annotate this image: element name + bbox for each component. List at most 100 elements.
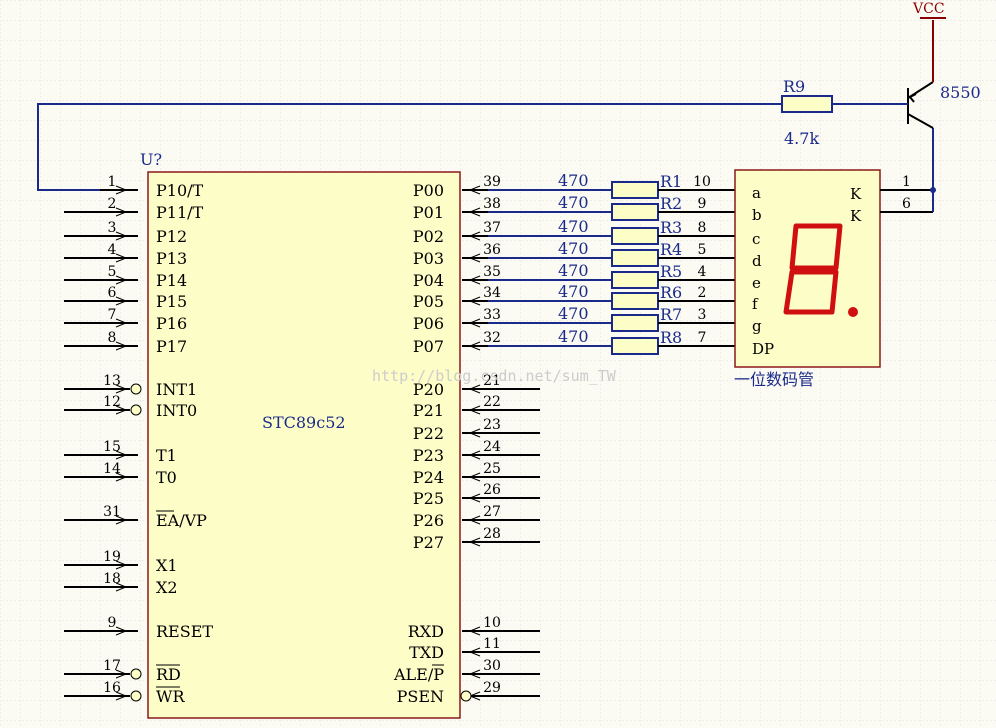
right-pin-name: P01: [413, 203, 444, 222]
segment-resistor[interactable]: [611, 314, 659, 332]
segment-label: g: [752, 317, 762, 335]
inverter-bubble-icon: [460, 690, 472, 702]
resistor-ref: R7: [660, 305, 682, 324]
pin-arrow-icon: [468, 384, 481, 394]
right-pin-number: 22: [483, 394, 501, 410]
left-pin-name: RD: [156, 665, 181, 684]
display-pin-number: 9: [698, 196, 707, 212]
left-pin-name: P13: [156, 249, 187, 268]
right-pin-number: 29: [483, 680, 501, 696]
right-pin-name: P06: [413, 314, 444, 333]
right-pin-number: 24: [483, 439, 501, 455]
left-pin-number: 13: [103, 373, 121, 389]
pin-arrow-icon: [115, 384, 128, 394]
left-pin-name: WR: [156, 687, 185, 706]
segment-label: DP: [752, 340, 774, 358]
pin-arrow-icon: [115, 669, 128, 679]
right-pin-name: RXD: [408, 622, 444, 641]
base-drive-wire: [37, 103, 782, 191]
resistor-value: 470: [558, 327, 589, 346]
inverter-bubble-icon: [130, 404, 142, 416]
r9-ref: R9: [783, 77, 805, 96]
display-pin-number: 5: [698, 242, 707, 258]
vcc-label: VCC: [912, 1, 945, 17]
pin-arrow-icon: [115, 341, 128, 351]
pin-arrow-icon: [468, 296, 481, 306]
right-pin-name: P03: [413, 249, 444, 268]
left-pin-number: 17: [103, 658, 121, 674]
pin-arrow-icon: [468, 626, 481, 636]
decimal-point-icon: [848, 307, 858, 317]
left-pin-number: 8: [108, 330, 117, 346]
pin-arrow-icon: [468, 253, 481, 263]
display-k2-label: K: [850, 207, 862, 225]
resistor-value: 470: [558, 171, 589, 190]
left-pin-number: 1: [108, 174, 117, 190]
mcu-designator: U?: [140, 150, 162, 169]
right-pin-name: P07: [413, 337, 444, 356]
segment-label: c: [752, 230, 760, 248]
right-pin-number: 11: [483, 636, 501, 652]
left-pin-name: P10/T: [156, 181, 204, 200]
left-pin-name: INT1: [156, 380, 197, 399]
right-pin-name: P00: [413, 181, 444, 200]
right-pin-number: 33: [483, 307, 501, 323]
pin-arrow-icon: [115, 472, 128, 482]
left-pin-name: T0: [156, 468, 177, 487]
right-pin-name: P26: [413, 511, 444, 530]
segment-resistor[interactable]: [611, 249, 659, 267]
left-pin-name: X1: [156, 556, 178, 575]
segment-resistor[interactable]: [611, 292, 659, 310]
k2-pin-number: 6: [902, 196, 911, 212]
pin-arrow-icon: [468, 207, 481, 217]
resistor-ref: R4: [660, 240, 682, 259]
pin-arrow-icon: [115, 253, 128, 263]
display-pin-number: 7: [698, 330, 707, 346]
pin-arrow-icon: [468, 231, 481, 241]
left-pin-number: 3: [108, 220, 117, 236]
left-pin-name: P17: [156, 337, 187, 356]
segment-label: d: [752, 252, 762, 270]
right-pin-name: P21: [413, 401, 444, 420]
left-pin-number: 9: [108, 615, 117, 631]
mcu-body[interactable]: [147, 171, 461, 719]
pin-arrow-icon: [468, 318, 481, 328]
pin-arrow-icon: [115, 582, 128, 592]
pin-arrow-icon: [468, 493, 481, 503]
left-pin-number: 2: [108, 196, 117, 212]
right-pin-number: 38: [483, 196, 501, 212]
pin-arrow-icon: [115, 626, 128, 636]
segment-resistor[interactable]: [611, 181, 659, 199]
segment-resistor[interactable]: [611, 271, 659, 289]
pin-arrow-icon: [115, 207, 128, 217]
resistor-ref: R5: [660, 262, 682, 281]
right-pin-number: 23: [483, 417, 501, 433]
pin-arrow-icon: [115, 185, 128, 195]
display-label: 一位数码管: [734, 370, 814, 389]
transistor-model: 8550: [940, 83, 981, 102]
pin-arrow-icon: [468, 428, 481, 438]
segment-resistor[interactable]: [611, 337, 659, 355]
segment-label: a: [752, 184, 761, 202]
left-pin-number: 4: [108, 242, 117, 258]
left-pin-name: T1: [156, 446, 177, 465]
segment-resistor[interactable]: [611, 203, 659, 221]
segment-label: f: [752, 295, 759, 313]
pin-arrow-icon: [468, 537, 481, 547]
pnp-transistor-icon[interactable]: [907, 81, 934, 129]
resistor-value: 470: [558, 261, 589, 280]
display-pin-number: 4: [698, 264, 707, 280]
right-pin-name: P24: [413, 468, 444, 487]
left-pin-number: 5: [108, 264, 117, 280]
k1-pin-number: 1: [902, 174, 911, 190]
pin-arrow-icon: [115, 450, 128, 460]
resistor-ref: R1: [660, 172, 682, 191]
segment-resistor[interactable]: [611, 227, 659, 245]
left-pin-name: P14: [156, 271, 187, 290]
r9-resistor[interactable]: [781, 95, 833, 113]
pin-arrow-icon: [468, 405, 481, 415]
pin-arrow-icon: [115, 231, 128, 241]
